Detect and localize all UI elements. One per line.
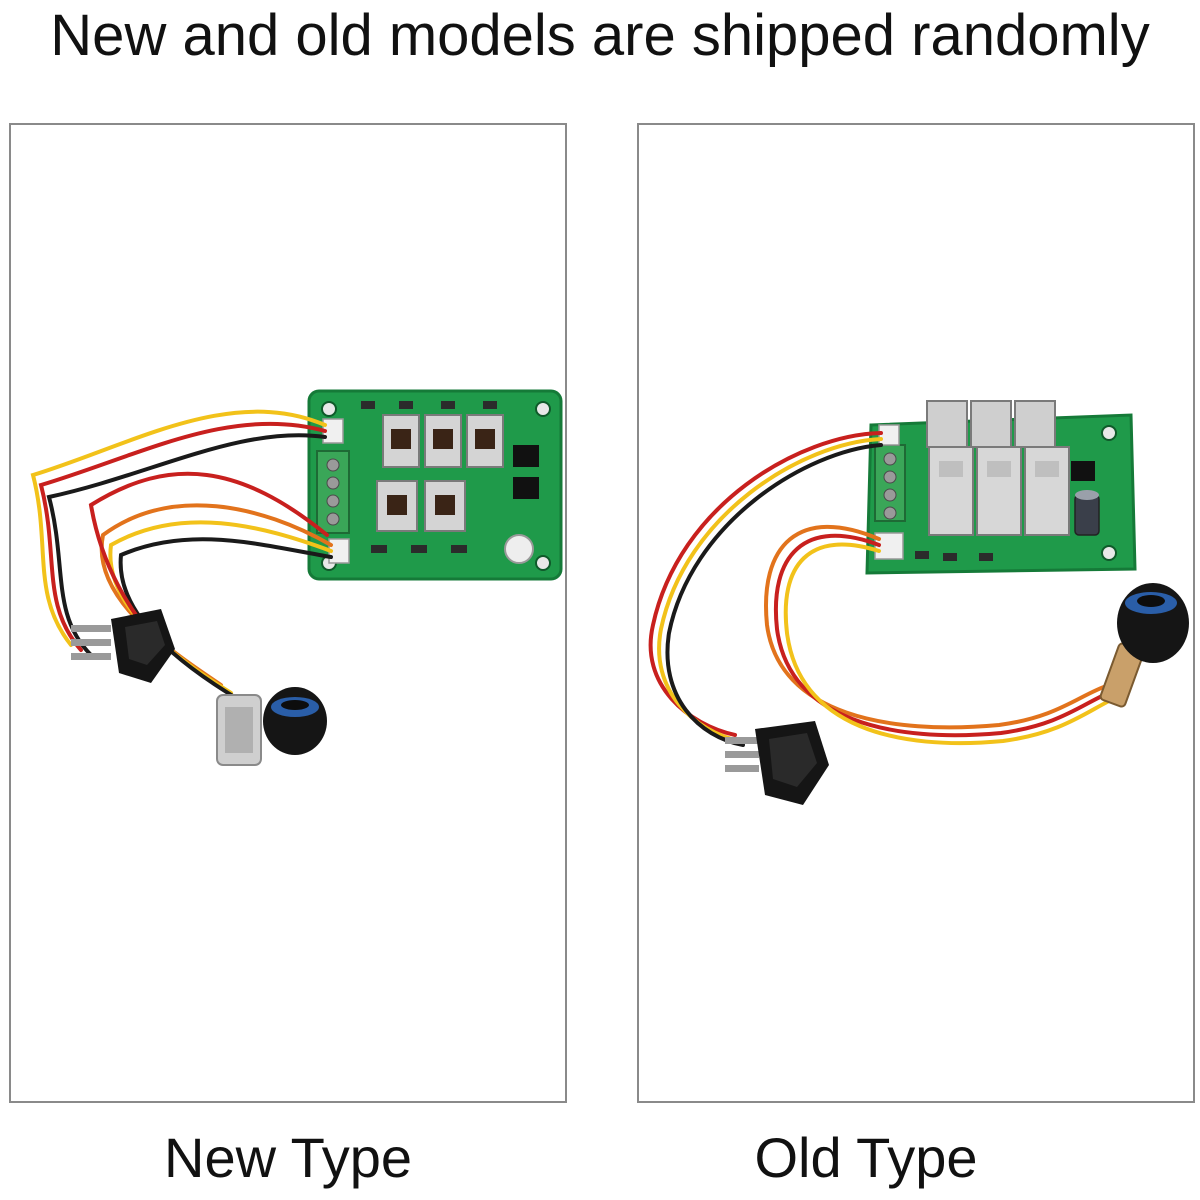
old-type-photo-panel — [637, 123, 1195, 1103]
potentiometer-knob-icon — [1099, 583, 1189, 708]
pcb-board — [865, 400, 1137, 575]
old-type-controller-photo — [648, 400, 1189, 805]
wire-harness — [648, 431, 1119, 747]
new-type-caption: New Type — [164, 1126, 412, 1189]
rocker-switch-icon — [725, 721, 829, 805]
pcb-board — [307, 389, 563, 581]
headline: New and old models are shipped randomly — [50, 3, 1150, 68]
new-type-controller-photo — [30, 389, 563, 766]
wire-harness — [30, 409, 333, 703]
new-type-photo-panel — [9, 123, 567, 1103]
rocker-switch-icon — [71, 609, 175, 683]
old-type-caption: Old Type — [754, 1126, 978, 1189]
potentiometer-knob-icon — [216, 687, 327, 766]
